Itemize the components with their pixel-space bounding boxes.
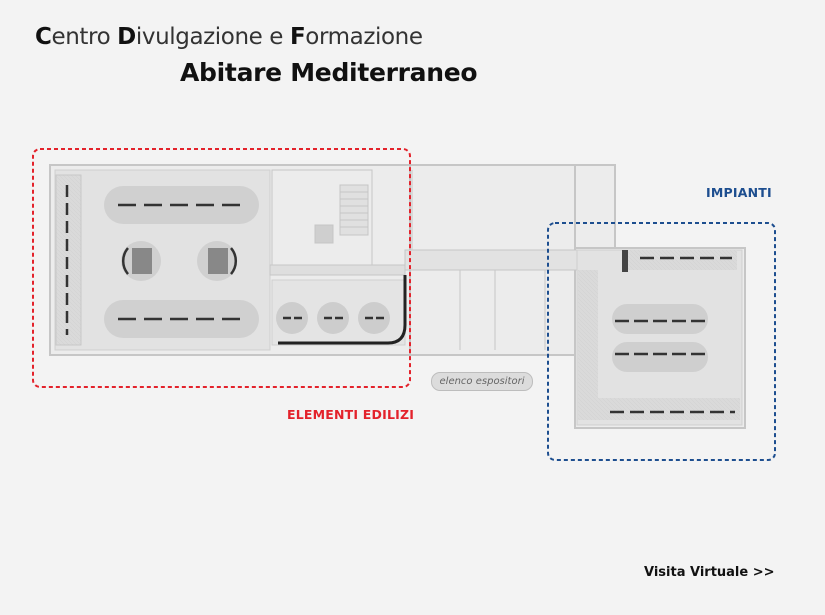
round-displays[interactable] (271, 275, 407, 346)
zone-label-impianti[interactable]: IMPIANTI (706, 185, 772, 200)
title-initial-d: D (117, 24, 136, 50)
title-initial-f: F (289, 24, 306, 50)
title-text-b: ivulgazione e (135, 24, 290, 50)
page-title: Abitare Mediterraneo (180, 58, 478, 87)
title-text-a: entro (51, 24, 118, 50)
virtual-tour-link[interactable]: Visita Virtuale >> (644, 565, 775, 580)
title-initial-c: C (35, 24, 52, 50)
zone-elementi-edilizi-frame[interactable] (32, 148, 411, 388)
zone-impianti-frame[interactable] (547, 222, 776, 461)
zone-label-elementi-edilizi[interactable]: ELEMENTI EDILIZI (287, 407, 415, 422)
left-hall[interactable] (54, 169, 271, 351)
corridor (404, 170, 621, 350)
service-block (269, 169, 406, 276)
title-text-c: ormazione (305, 24, 423, 50)
exhibitors-list-button[interactable]: elenco espositori (431, 372, 533, 391)
page-title-line1: Centro Divulgazione e Formazione (35, 24, 423, 50)
right-hall[interactable] (576, 249, 743, 426)
